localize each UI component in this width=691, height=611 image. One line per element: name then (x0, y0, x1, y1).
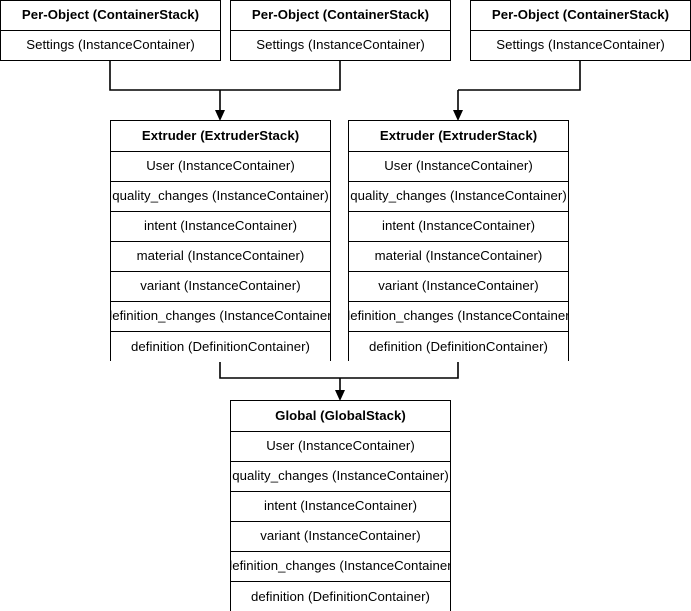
per-object-stack-1-header: Per-Object (ContainerStack) (1, 1, 220, 31)
global-stack-row-variant[interactable]: variant (InstanceContainer) (231, 522, 450, 552)
per-object-stack-3[interactable]: Per-Object (ContainerStack) Settings (In… (470, 0, 691, 61)
global-stack-row-user[interactable]: User (InstanceContainer) (231, 432, 450, 462)
global-stack-row-quality-changes[interactable]: quality_changes (InstanceContainer) (231, 462, 450, 492)
global-stack-row-intent[interactable]: intent (InstanceContainer) (231, 492, 450, 522)
global-stack-row-definition-changes[interactable]: definition_changes (InstanceContainer) (231, 552, 450, 582)
extruder-stack-1-row-user[interactable]: User (InstanceContainer) (111, 152, 330, 182)
per-object-stack-3-row-settings[interactable]: Settings (InstanceContainer) (471, 31, 690, 60)
extruder-stack-2-row-definition[interactable]: definition (DefinitionContainer) (349, 332, 568, 362)
edge-perobject3-to-extruder2 (458, 61, 581, 91)
per-object-stack-2-header: Per-Object (ContainerStack) (231, 1, 450, 31)
global-stack-row-definition[interactable]: definition (DefinitionContainer) (231, 582, 450, 611)
extruder-stack-1-header: Extruder (ExtruderStack) (111, 121, 330, 152)
extruder-stack-1-row-definition[interactable]: definition (DefinitionContainer) (111, 332, 330, 362)
per-object-stack-1[interactable]: Per-Object (ContainerStack) Settings (In… (0, 0, 221, 61)
extruder-stack-1-row-intent[interactable]: intent (InstanceContainer) (111, 212, 330, 242)
extruder-stack-1-row-quality-changes[interactable]: quality_changes (InstanceContainer) (111, 182, 330, 212)
extruder-stack-2-row-material[interactable]: material (InstanceContainer) (349, 242, 568, 272)
per-object-stack-2[interactable]: Per-Object (ContainerStack) Settings (In… (230, 0, 451, 61)
edge-extruder1-to-global (219, 361, 340, 379)
extruder-stack-2-row-user[interactable]: User (InstanceContainer) (349, 152, 568, 182)
extruder-stack-2[interactable]: Extruder (ExtruderStack) User (InstanceC… (348, 120, 569, 362)
extruder-stack-1-row-variant[interactable]: variant (InstanceContainer) (111, 272, 330, 302)
global-stack-header: Global (GlobalStack) (231, 401, 450, 432)
per-object-stack-2-row-settings[interactable]: Settings (InstanceContainer) (231, 31, 450, 60)
per-object-stack-3-header: Per-Object (ContainerStack) (471, 1, 690, 31)
extruder-stack-2-row-definition-changes[interactable]: definition_changes (InstanceContainer) (349, 302, 568, 332)
extruder-stack-2-header: Extruder (ExtruderStack) (349, 121, 568, 152)
extruder-stack-2-row-variant[interactable]: variant (InstanceContainer) (349, 272, 568, 302)
extruder-stack-1-row-material[interactable]: material (InstanceContainer) (111, 242, 330, 272)
edge-extruder2-to-global (340, 361, 459, 379)
extruder-stack-2-row-quality-changes[interactable]: quality_changes (InstanceContainer) (349, 182, 568, 212)
extruder-stack-1[interactable]: Extruder (ExtruderStack) User (InstanceC… (110, 120, 331, 362)
per-object-stack-1-row-settings[interactable]: Settings (InstanceContainer) (1, 31, 220, 60)
extruder-stack-2-row-intent[interactable]: intent (InstanceContainer) (349, 212, 568, 242)
extruder-stack-1-row-definition-changes[interactable]: definition_changes (InstanceContainer) (111, 302, 330, 332)
edge-perobject2-to-extruder1 (220, 61, 341, 91)
global-stack[interactable]: Global (GlobalStack) User (InstanceConta… (230, 400, 451, 611)
edge-perobject1-to-extruder1 (109, 61, 220, 91)
